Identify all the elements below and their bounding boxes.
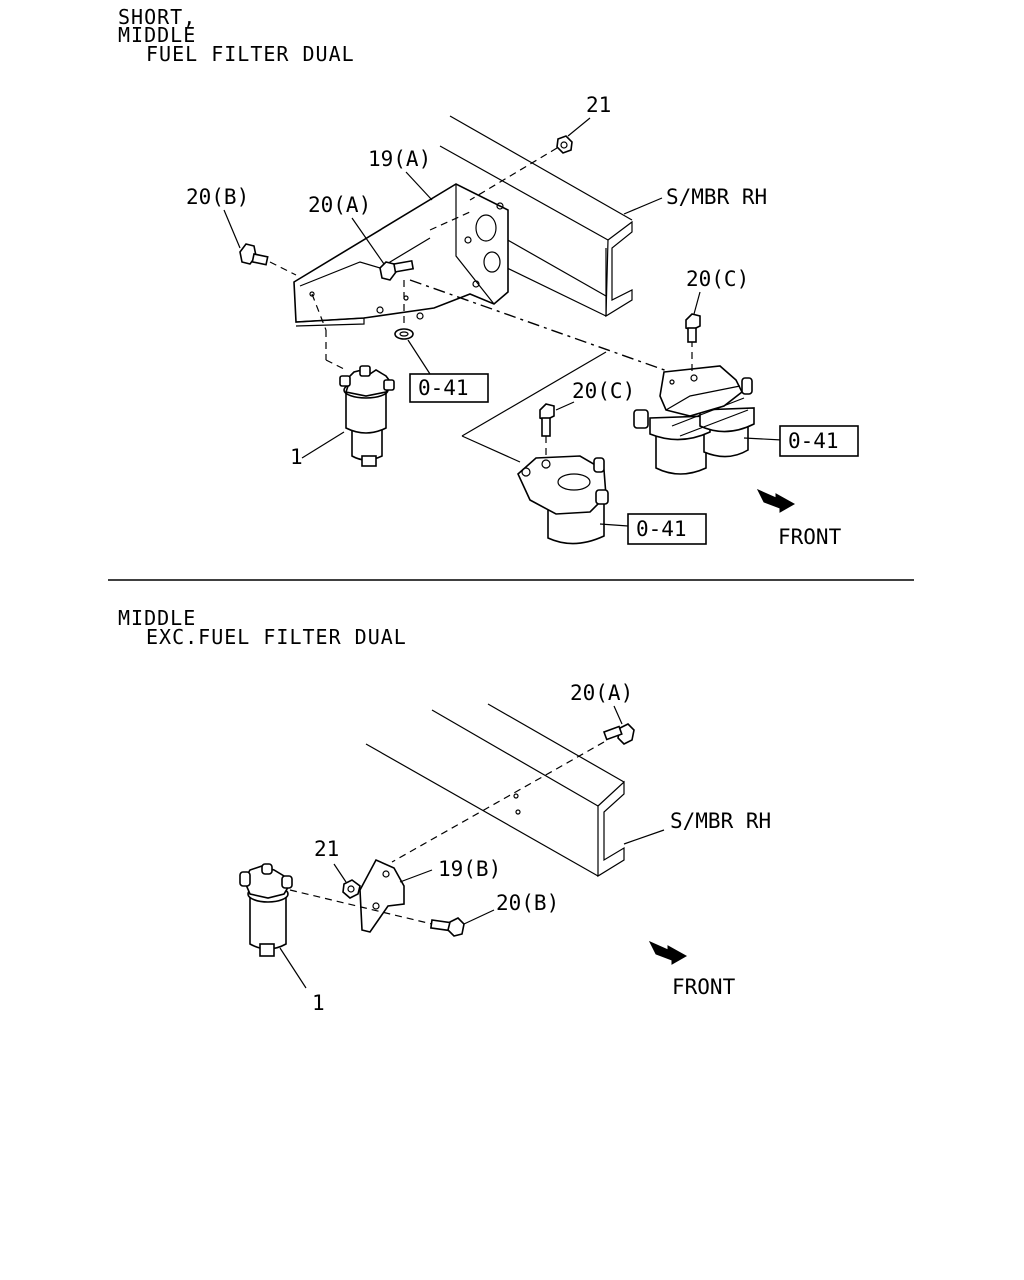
fuel-filter-mid xyxy=(517,455,609,545)
bolt-20b-top xyxy=(239,243,269,266)
bottom-section: MIDDLE EXC.FUEL FILTER DUAL xyxy=(118,606,771,1015)
bracket-19a xyxy=(293,183,509,327)
label-19b: 19(B) xyxy=(438,857,501,881)
top-header-line-3: FUEL FILTER DUAL xyxy=(146,42,355,66)
label-1-bottom: 1 xyxy=(312,991,325,1015)
bottom-header-line-1: MIDDLE xyxy=(118,606,196,630)
label-smbr-top: S/MBR RH xyxy=(666,185,767,209)
front-arrow-icon-bottom xyxy=(648,940,688,965)
side-member-rail-bottom xyxy=(365,703,625,878)
ref-box-mid xyxy=(627,513,707,545)
front-arrow-icon-top xyxy=(756,488,796,513)
label-21-top: 21 xyxy=(586,93,611,117)
bottom-header-line-2: EXC.FUEL FILTER DUAL xyxy=(146,625,407,649)
label-1-top: 1 xyxy=(290,445,303,469)
bracket-19b xyxy=(359,858,405,933)
label-20c-mid: 20(C) xyxy=(572,379,635,403)
nut-21-top xyxy=(556,135,573,154)
label-20a-bottom: 20(A) xyxy=(570,681,633,705)
fuel-filter-dual xyxy=(633,365,755,475)
bolt-20b-bottom xyxy=(429,917,465,937)
ref-label-right: 0-41 xyxy=(788,429,839,453)
bolt-20c-right xyxy=(685,313,701,343)
top-header-line-1: SHORT, xyxy=(118,5,196,29)
front-label-bottom: FRONT xyxy=(672,975,736,999)
washer-top xyxy=(394,328,414,340)
ref-box-right xyxy=(779,425,859,457)
label-20c-right: 20(C) xyxy=(686,267,749,291)
front-label-top: FRONT xyxy=(778,525,842,549)
top-header-line-2: MIDDLE xyxy=(118,23,196,47)
ref-label-left: 0-41 xyxy=(418,376,469,400)
nut-21-bottom xyxy=(342,879,361,899)
bolt-20c-mid xyxy=(539,403,555,437)
bolt-20a-bottom xyxy=(602,723,635,745)
top-section: SHORT, MIDDLE FUEL FILTER DUAL xyxy=(118,5,859,549)
fuel-filter-1-bottom xyxy=(239,863,293,957)
label-20a-top: 20(A) xyxy=(308,193,371,217)
label-20b-bottom: 20(B) xyxy=(496,891,559,915)
label-20b-top: 20(B) xyxy=(186,185,249,209)
label-19a: 19(A) xyxy=(368,147,431,171)
label-21-bottom: 21 xyxy=(314,837,339,861)
label-smbr-bottom: S/MBR RH xyxy=(670,809,771,833)
ref-label-mid: 0-41 xyxy=(636,517,687,541)
fuel-filter-1-top xyxy=(339,365,395,467)
bolt-20a-top xyxy=(379,259,415,281)
ref-box-left xyxy=(409,373,489,403)
